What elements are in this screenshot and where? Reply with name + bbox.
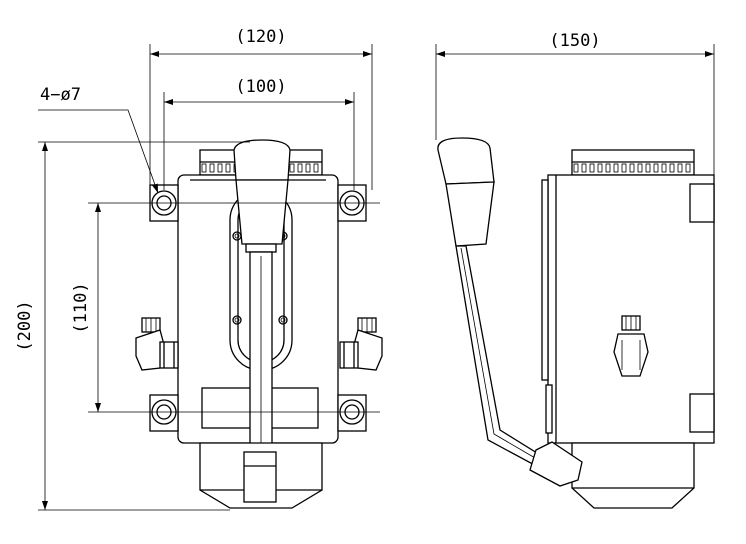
dim-label-120: (120) bbox=[235, 27, 286, 47]
front-extension-lines bbox=[38, 44, 380, 511]
dim-label-100: (100) bbox=[235, 77, 286, 97]
cap-tooth bbox=[581, 163, 587, 173]
cap-tooth bbox=[661, 163, 667, 173]
dim-label-hole: 4−ø7 bbox=[40, 85, 81, 105]
front-view: (120) (100) 4−ø7 (200) (110) bbox=[15, 27, 383, 511]
cap-tooth bbox=[305, 163, 311, 173]
cap-tooth bbox=[677, 163, 683, 173]
cap-tooth bbox=[685, 163, 691, 173]
cap-tooth bbox=[573, 163, 579, 173]
cap-tooth bbox=[201, 163, 207, 173]
dim-hole-callout: 4−ø7 bbox=[38, 85, 159, 194]
side-cap-teeth bbox=[573, 163, 691, 173]
cap-tooth bbox=[605, 163, 611, 173]
side-handle bbox=[437, 137, 583, 487]
cap-tooth bbox=[645, 163, 651, 173]
dim-label-110: (110) bbox=[71, 282, 91, 333]
cap-tooth bbox=[225, 163, 231, 173]
dim-front-width-inner: (100) bbox=[164, 77, 354, 105]
cap-tooth bbox=[621, 163, 627, 173]
side-extension-lines bbox=[435, 44, 715, 182]
cap-tooth bbox=[629, 163, 635, 173]
cap-tooth bbox=[589, 163, 595, 173]
dim-side-depth: (150) bbox=[436, 31, 714, 57]
dim-front-hole-spacing: (110) bbox=[71, 203, 101, 412]
cap-tooth bbox=[217, 163, 223, 173]
dim-front-width-outer: (120) bbox=[150, 27, 372, 57]
side-reservoir bbox=[571, 442, 695, 509]
cap-tooth bbox=[289, 163, 295, 173]
cap-tooth bbox=[653, 163, 659, 173]
cap-tooth bbox=[597, 163, 603, 173]
side-clips bbox=[689, 183, 715, 433]
dim-label-200: (200) bbox=[15, 300, 35, 351]
dim-label-150: (150) bbox=[549, 31, 600, 51]
front-right-fitting bbox=[339, 317, 383, 371]
cap-tooth bbox=[669, 163, 675, 173]
dim-front-height: (200) bbox=[15, 142, 48, 510]
front-handle bbox=[233, 139, 291, 468]
side-view: (150) bbox=[435, 31, 715, 509]
cap-tooth bbox=[637, 163, 643, 173]
front-left-fitting bbox=[135, 317, 179, 371]
cap-tooth bbox=[297, 163, 303, 173]
cap-tooth bbox=[209, 163, 215, 173]
side-main-body bbox=[547, 174, 715, 444]
cap-tooth bbox=[313, 163, 319, 173]
cap-tooth bbox=[613, 163, 619, 173]
side-fitting bbox=[613, 315, 649, 377]
